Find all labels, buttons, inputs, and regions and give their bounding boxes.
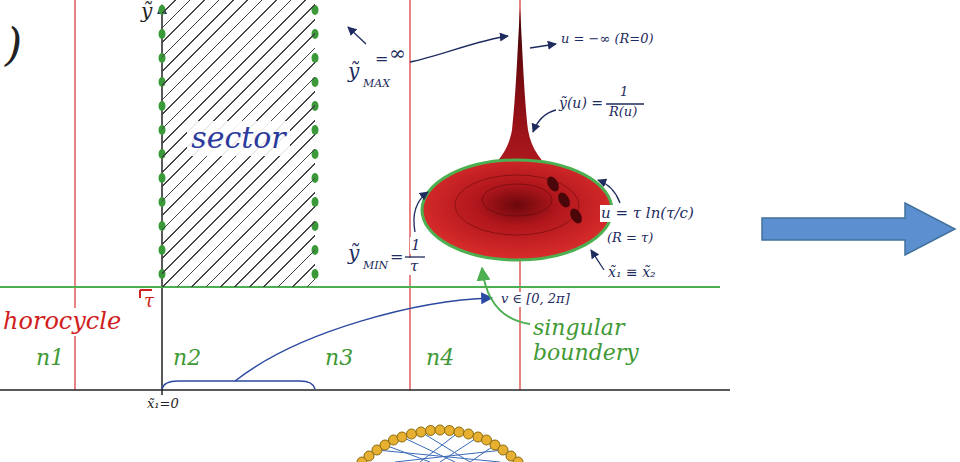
annotation: v ∈ [0, 2π] bbox=[500, 292, 571, 307]
strip-index: n4 bbox=[425, 345, 455, 370]
dot bbox=[445, 426, 455, 436]
leader-arrow bbox=[410, 36, 508, 62]
math-symbol: ỹ bbox=[347, 242, 360, 265]
x-axis bbox=[0, 389, 730, 391]
contour bbox=[482, 184, 552, 216]
axis-label: x̃₁=0 bbox=[146, 397, 180, 412]
math-symbol: ỹ bbox=[347, 60, 360, 83]
annotation: u = −∞ (R=0) bbox=[560, 32, 654, 47]
fraction-number: R(u) bbox=[608, 105, 638, 120]
fraction-number: 1 bbox=[619, 85, 629, 100]
axis-label: ỹ bbox=[140, 0, 153, 23]
annotation: (R = τ) bbox=[606, 231, 654, 246]
strip-index: n2 bbox=[172, 345, 202, 370]
block-arrow bbox=[762, 203, 955, 255]
math-symbol: ∞ bbox=[388, 42, 407, 65]
bracket bbox=[162, 381, 315, 389]
leader-arrow bbox=[533, 110, 556, 132]
hatched-sector: sector bbox=[162, 0, 315, 287]
formula-fragment: ) bbox=[4, 20, 23, 71]
leader-arrow bbox=[591, 250, 604, 270]
annotation: ỹ(u) = bbox=[558, 95, 604, 111]
horocycle-line bbox=[0, 286, 720, 288]
leader-arrow bbox=[414, 192, 428, 232]
subscript: MIN bbox=[362, 260, 389, 273]
red-line bbox=[409, 0, 411, 390]
dot bbox=[513, 457, 523, 462]
strip-index: n1 bbox=[35, 345, 65, 370]
leader-arrow bbox=[348, 27, 366, 44]
dot bbox=[416, 427, 426, 437]
leader-arrow bbox=[235, 298, 492, 381]
dark-spot bbox=[568, 207, 585, 226]
fraction-number: τ bbox=[409, 258, 419, 275]
annotation: u = τ ln(τ/c) bbox=[600, 205, 695, 222]
region-label: singular boundery bbox=[532, 315, 659, 366]
dot bbox=[435, 425, 445, 435]
annotation: x̃₁ ≡ x̃₂ bbox=[607, 264, 657, 280]
dot bbox=[397, 432, 407, 442]
singular-boundary-disk bbox=[422, 160, 612, 260]
strip-index: n3 bbox=[324, 345, 354, 370]
region-label: horocycle bbox=[2, 308, 122, 336]
contour bbox=[455, 175, 579, 235]
dot-circle bbox=[357, 425, 523, 462]
dot bbox=[426, 426, 436, 436]
leader-arrow bbox=[530, 44, 556, 48]
math-symbol: τ bbox=[143, 291, 155, 312]
sector-label: sector bbox=[187, 121, 289, 156]
math-symbol: = bbox=[389, 248, 404, 266]
dark-spot bbox=[556, 191, 573, 210]
math-symbol: = bbox=[374, 50, 389, 68]
fraction-number: 1 bbox=[410, 237, 422, 254]
subscript: MAX bbox=[362, 78, 391, 91]
dot bbox=[464, 429, 474, 439]
leader-arrow bbox=[598, 180, 620, 203]
dot bbox=[407, 429, 417, 439]
chord-lines bbox=[377, 432, 503, 462]
dark-spot bbox=[545, 175, 562, 194]
dot bbox=[454, 427, 464, 437]
